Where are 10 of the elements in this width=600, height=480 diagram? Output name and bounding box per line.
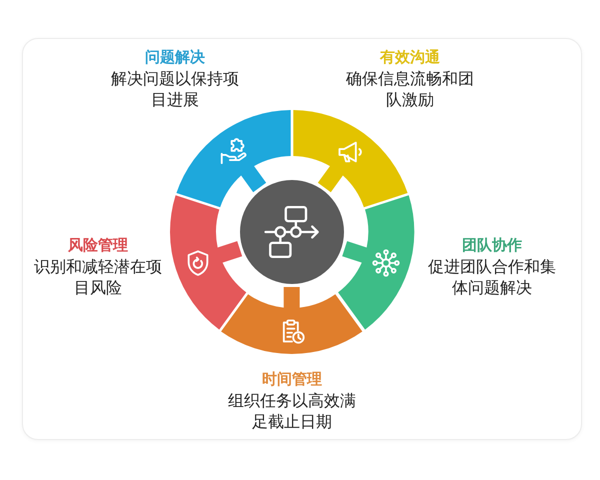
section-description: 组织任务以高效满足截止日期 <box>227 390 357 432</box>
section-description: 确保信息流畅和团队激励 <box>345 68 475 110</box>
section-description: 促进团队合作和集体问题解决 <box>426 256 557 298</box>
section-heading: 团队协作 <box>462 234 522 256</box>
section-heading: 风险管理 <box>68 234 128 256</box>
section-description: 识别和减轻潜在项目风险 <box>33 256 163 298</box>
section-heading: 问题解决 <box>145 47 205 68</box>
section-heading: 时间管理 <box>262 369 322 390</box>
section-heading: 有效沟通 <box>380 47 440 68</box>
section-description: 解决问题以保持项目进展 <box>110 68 240 110</box>
